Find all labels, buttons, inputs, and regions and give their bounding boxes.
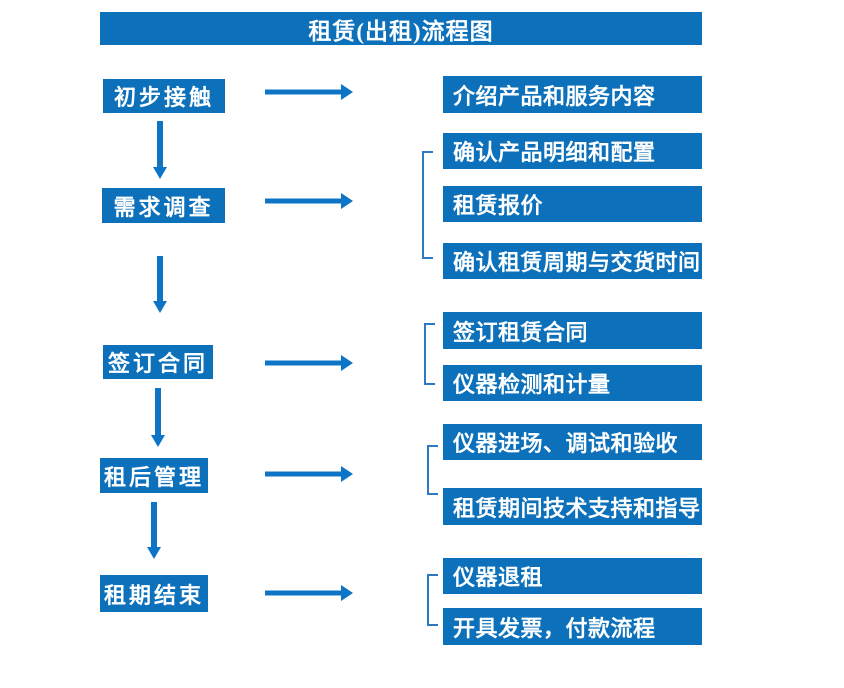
down-arrow xyxy=(152,256,167,313)
right-arrow-shaft xyxy=(265,89,343,95)
down-arrow-head xyxy=(146,547,161,559)
right-arrow-shaft xyxy=(265,198,343,204)
down-arrow-shaft xyxy=(156,121,163,169)
stage-box-initial-contact: 初步接触 xyxy=(103,79,225,113)
right-arrow-shaft xyxy=(265,360,343,366)
right-arrow-head xyxy=(341,585,353,601)
stage-box-sign-contract: 签订合同 xyxy=(103,345,213,379)
bracket-connector-demand-survey xyxy=(422,151,433,259)
down-arrow-head xyxy=(152,167,167,179)
detail-box-instrument-return: 仪器退租 xyxy=(443,558,702,594)
right-arrow xyxy=(265,466,353,482)
right-arrow xyxy=(265,84,353,100)
down-arrow xyxy=(150,388,165,447)
title-bar: 租赁(出租)流程图 xyxy=(100,12,702,45)
detail-box-instrument-testing-metering: 仪器检测和计量 xyxy=(443,365,702,401)
right-arrow-head xyxy=(341,193,353,209)
detail-box-confirm-product-details-config: 确认产品明细和配置 xyxy=(443,133,702,169)
detail-box-invoice-payment-process: 开具发票，付款流程 xyxy=(443,608,702,645)
down-arrow xyxy=(152,121,167,179)
right-arrow-head xyxy=(341,466,353,482)
page-title: 租赁(出租)流程图 xyxy=(308,18,494,44)
bracket-connector-rental-end xyxy=(427,574,438,626)
detail-box-tech-support-guidance: 租赁期间技术支持和指导 xyxy=(443,488,702,525)
detail-box-rental-quote: 租赁报价 xyxy=(443,186,702,222)
stage-box-demand-survey: 需求调查 xyxy=(102,188,225,223)
right-arrow xyxy=(265,585,353,601)
stage-box-rental-end: 租期结束 xyxy=(100,575,208,612)
stage-box-post-rental-management: 租后管理 xyxy=(100,458,208,493)
right-arrow-head xyxy=(341,84,353,100)
right-arrow-shaft xyxy=(265,590,343,596)
right-arrow xyxy=(265,193,353,209)
right-arrow-head xyxy=(341,355,353,371)
right-arrow xyxy=(265,355,353,371)
detail-box-instrument-setup-acceptance: 仪器进场、调试和验收 xyxy=(443,424,702,460)
down-arrow-shaft xyxy=(156,256,163,303)
detail-box-confirm-rental-period-delivery: 确认租赁周期与交货时间 xyxy=(443,243,702,279)
detail-box-sign-rental-contract: 签订租赁合同 xyxy=(443,312,702,349)
down-arrow-shaft xyxy=(154,388,161,437)
down-arrow-shaft xyxy=(150,502,157,549)
bracket-connector-sign-contract xyxy=(424,323,435,385)
down-arrow-head xyxy=(150,435,165,447)
right-arrow-shaft xyxy=(265,471,343,477)
bracket-connector-post-rental xyxy=(427,445,438,495)
down-arrow-head xyxy=(152,301,167,313)
detail-box-introduce-products-services: 介绍产品和服务内容 xyxy=(443,76,702,113)
down-arrow xyxy=(146,502,161,559)
